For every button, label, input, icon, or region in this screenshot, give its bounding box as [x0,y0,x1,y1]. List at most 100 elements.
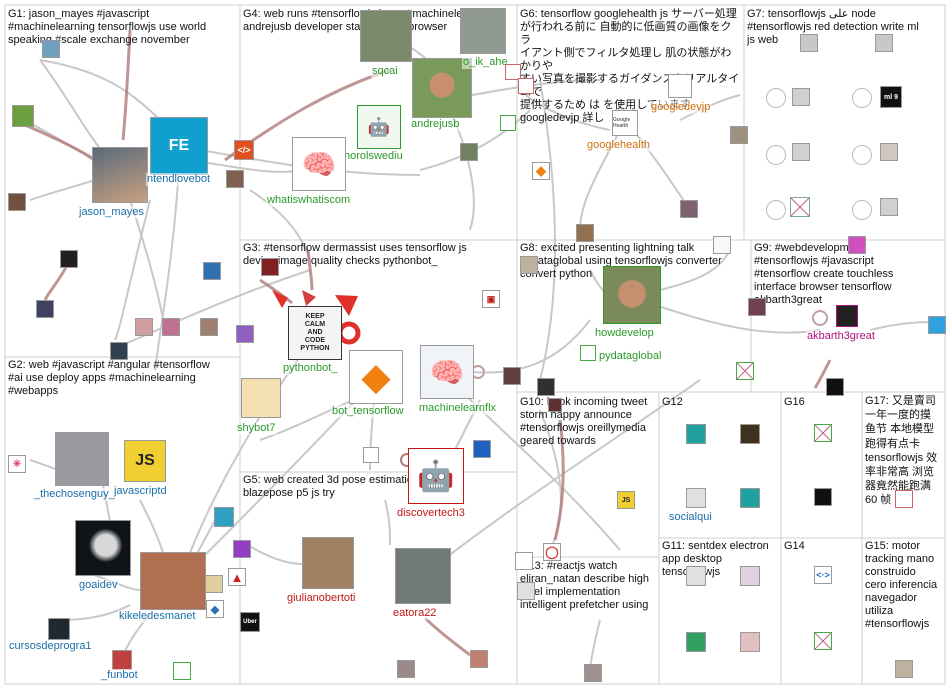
node-avatar-small[interactable] [740,632,760,652]
node-horolswediu[interactable]: 🤖 [357,105,401,149]
node-avatar-small[interactable] [895,660,913,678]
node-missing-image[interactable] [736,362,754,380]
node-kikeledesmanet[interactable] [140,552,206,610]
node-avatar-small[interactable] [740,424,760,444]
label-javascriptd[interactable]: javascriptd [113,485,168,498]
node-avatar-small[interactable] [518,78,534,94]
node-uber[interactable]: Uber [240,612,260,632]
node-discovertech3[interactable]: 🤖 [408,448,464,504]
node-avatar-small[interactable] [740,566,760,586]
label-pydataglobal[interactable]: pydataglobal [598,350,663,363]
node-avatar-small[interactable] [537,378,555,396]
node-cursosdeprogra1[interactable] [48,618,70,640]
node-empty-circle[interactable] [766,88,786,108]
label-bot-tensorflow[interactable]: bot_tensorflow [331,405,405,418]
label-o-ik-ahe[interactable]: o_ik_ahe [462,56,509,69]
node-avatar-small[interactable] [261,258,279,276]
node-avatar-small[interactable] [214,507,234,527]
node-goaidev[interactable] [75,520,131,576]
node-avatar-small[interactable] [928,316,946,334]
label-shybot7[interactable]: shybot7 [236,422,277,435]
node-avatar-small[interactable] [792,88,810,106]
node-ntendlovebot[interactable]: FE [150,117,208,175]
node-avatar-small[interactable] [895,490,913,508]
node-avatar-small[interactable] [584,664,602,682]
node-avatar-small[interactable] [173,662,191,680]
node-avatar-small[interactable] [135,318,153,336]
node-avatar-small[interactable]: ◆ [206,600,224,618]
node-avatar-small[interactable] [233,540,251,558]
node-missing-image[interactable] [790,197,810,217]
node-avatar-small[interactable] [363,447,379,463]
node-avatar-small[interactable] [505,64,521,80]
node-avatar-small[interactable] [473,440,491,458]
node-avatar-small[interactable] [236,325,254,343]
node-avatar-small[interactable] [792,143,810,161]
node-ml-icon[interactable]: ml 9 [880,86,902,108]
node-avatar-small[interactable] [520,256,538,274]
label-machinelearnflx[interactable]: machinelearnflx [418,402,498,415]
node-bot-tensorflow[interactable]: ◆ [349,350,403,404]
node-avatar-small[interactable] [162,318,180,336]
node-thechosenguy[interactable] [55,432,109,486]
label-giulianobertoti[interactable]: giulianobertoti [286,592,357,605]
node-avatar-small[interactable] [470,650,488,668]
node-avatar-small[interactable] [517,582,535,600]
node-avatar-small[interactable] [548,398,562,412]
node-avatar-small[interactable] [460,143,478,161]
label-andrejusb[interactable]: andrejusb [410,118,461,131]
label-howdevelop[interactable]: howdevelop [594,327,655,340]
node-avatar-small[interactable]: ▣ [482,290,500,308]
label-sqcai[interactable]: sqcai [371,65,399,78]
node-googlehealth[interactable]: Google Health [612,110,638,136]
label-eatora22[interactable]: eatora22 [392,607,438,620]
node-giulianobertoti[interactable] [302,537,354,589]
label-cursosdeprogra1[interactable]: cursosdeprogra1 [8,640,93,653]
node-avatar-small[interactable] [686,632,706,652]
node-avatar-small[interactable]: ✳ [8,455,26,473]
node-avatar-small[interactable]: JS [617,491,635,509]
node-empty-circle[interactable] [852,145,872,165]
node-avatar-small[interactable] [397,660,415,678]
node-avatar-small[interactable] [713,236,731,254]
node-o-ik-ahe[interactable] [460,8,506,54]
node-javascriptd[interactable]: JS [124,440,166,482]
node-missing-image[interactable] [814,424,832,442]
label-goaidev[interactable]: goaidev [78,579,119,592]
node-shybot7[interactable] [241,378,281,418]
node-avatar-small[interactable]: ▲ [228,568,246,586]
node-whatiswhatiscom[interactable]: 🧠 [292,137,346,191]
label-funbot[interactable]: _funbot [100,669,139,682]
node-avatar-small[interactable] [680,200,698,218]
label-thechosenguy[interactable]: _thechosenguy_ [33,488,116,501]
label-googledevjp[interactable]: googledevjp [650,101,712,114]
label-horolswediu[interactable]: horolswediu [343,150,404,163]
node-akbarth3great[interactable] [836,305,858,327]
node-avatar-small[interactable] [826,378,844,396]
node-avatar-small[interactable] [36,300,54,318]
label-googlehealth[interactable]: googlehealth [586,139,652,152]
node-avatar-small[interactable] [205,575,223,593]
label-jason-mayes[interactable]: jason_mayes [78,206,145,219]
node-avatar-frog[interactable] [12,105,34,127]
label-socialqui[interactable]: socialqui [668,511,713,524]
node-avatar-small[interactable] [503,367,521,385]
node-empty-circle[interactable] [852,88,872,108]
node-avatar-small[interactable] [875,34,893,52]
node-missing-image[interactable] [814,632,832,650]
node-funbot[interactable] [112,650,132,670]
label-whatiswhatiscom[interactable]: whatiswhatiscom [266,194,352,207]
node-avatar-small[interactable] [800,34,818,52]
node-avatar-small[interactable] [686,566,706,586]
node-avatar-small[interactable] [576,224,594,242]
node-empty-circle[interactable] [852,200,872,220]
node-empty-circle[interactable] [766,200,786,220]
node-avatar-small[interactable] [748,298,766,316]
node-avatar-small[interactable]: ◯ [543,543,561,561]
node-avatar-small[interactable] [730,126,748,144]
node-avatar-small[interactable] [110,342,128,360]
label-ntendlovebot[interactable]: ntendlovebot [146,173,211,186]
node-avatar-small[interactable] [42,40,60,58]
label-akbarth3great[interactable]: akbarth3great [806,330,876,343]
label-kikeledesmanet[interactable]: kikeledesmanet [118,610,197,623]
